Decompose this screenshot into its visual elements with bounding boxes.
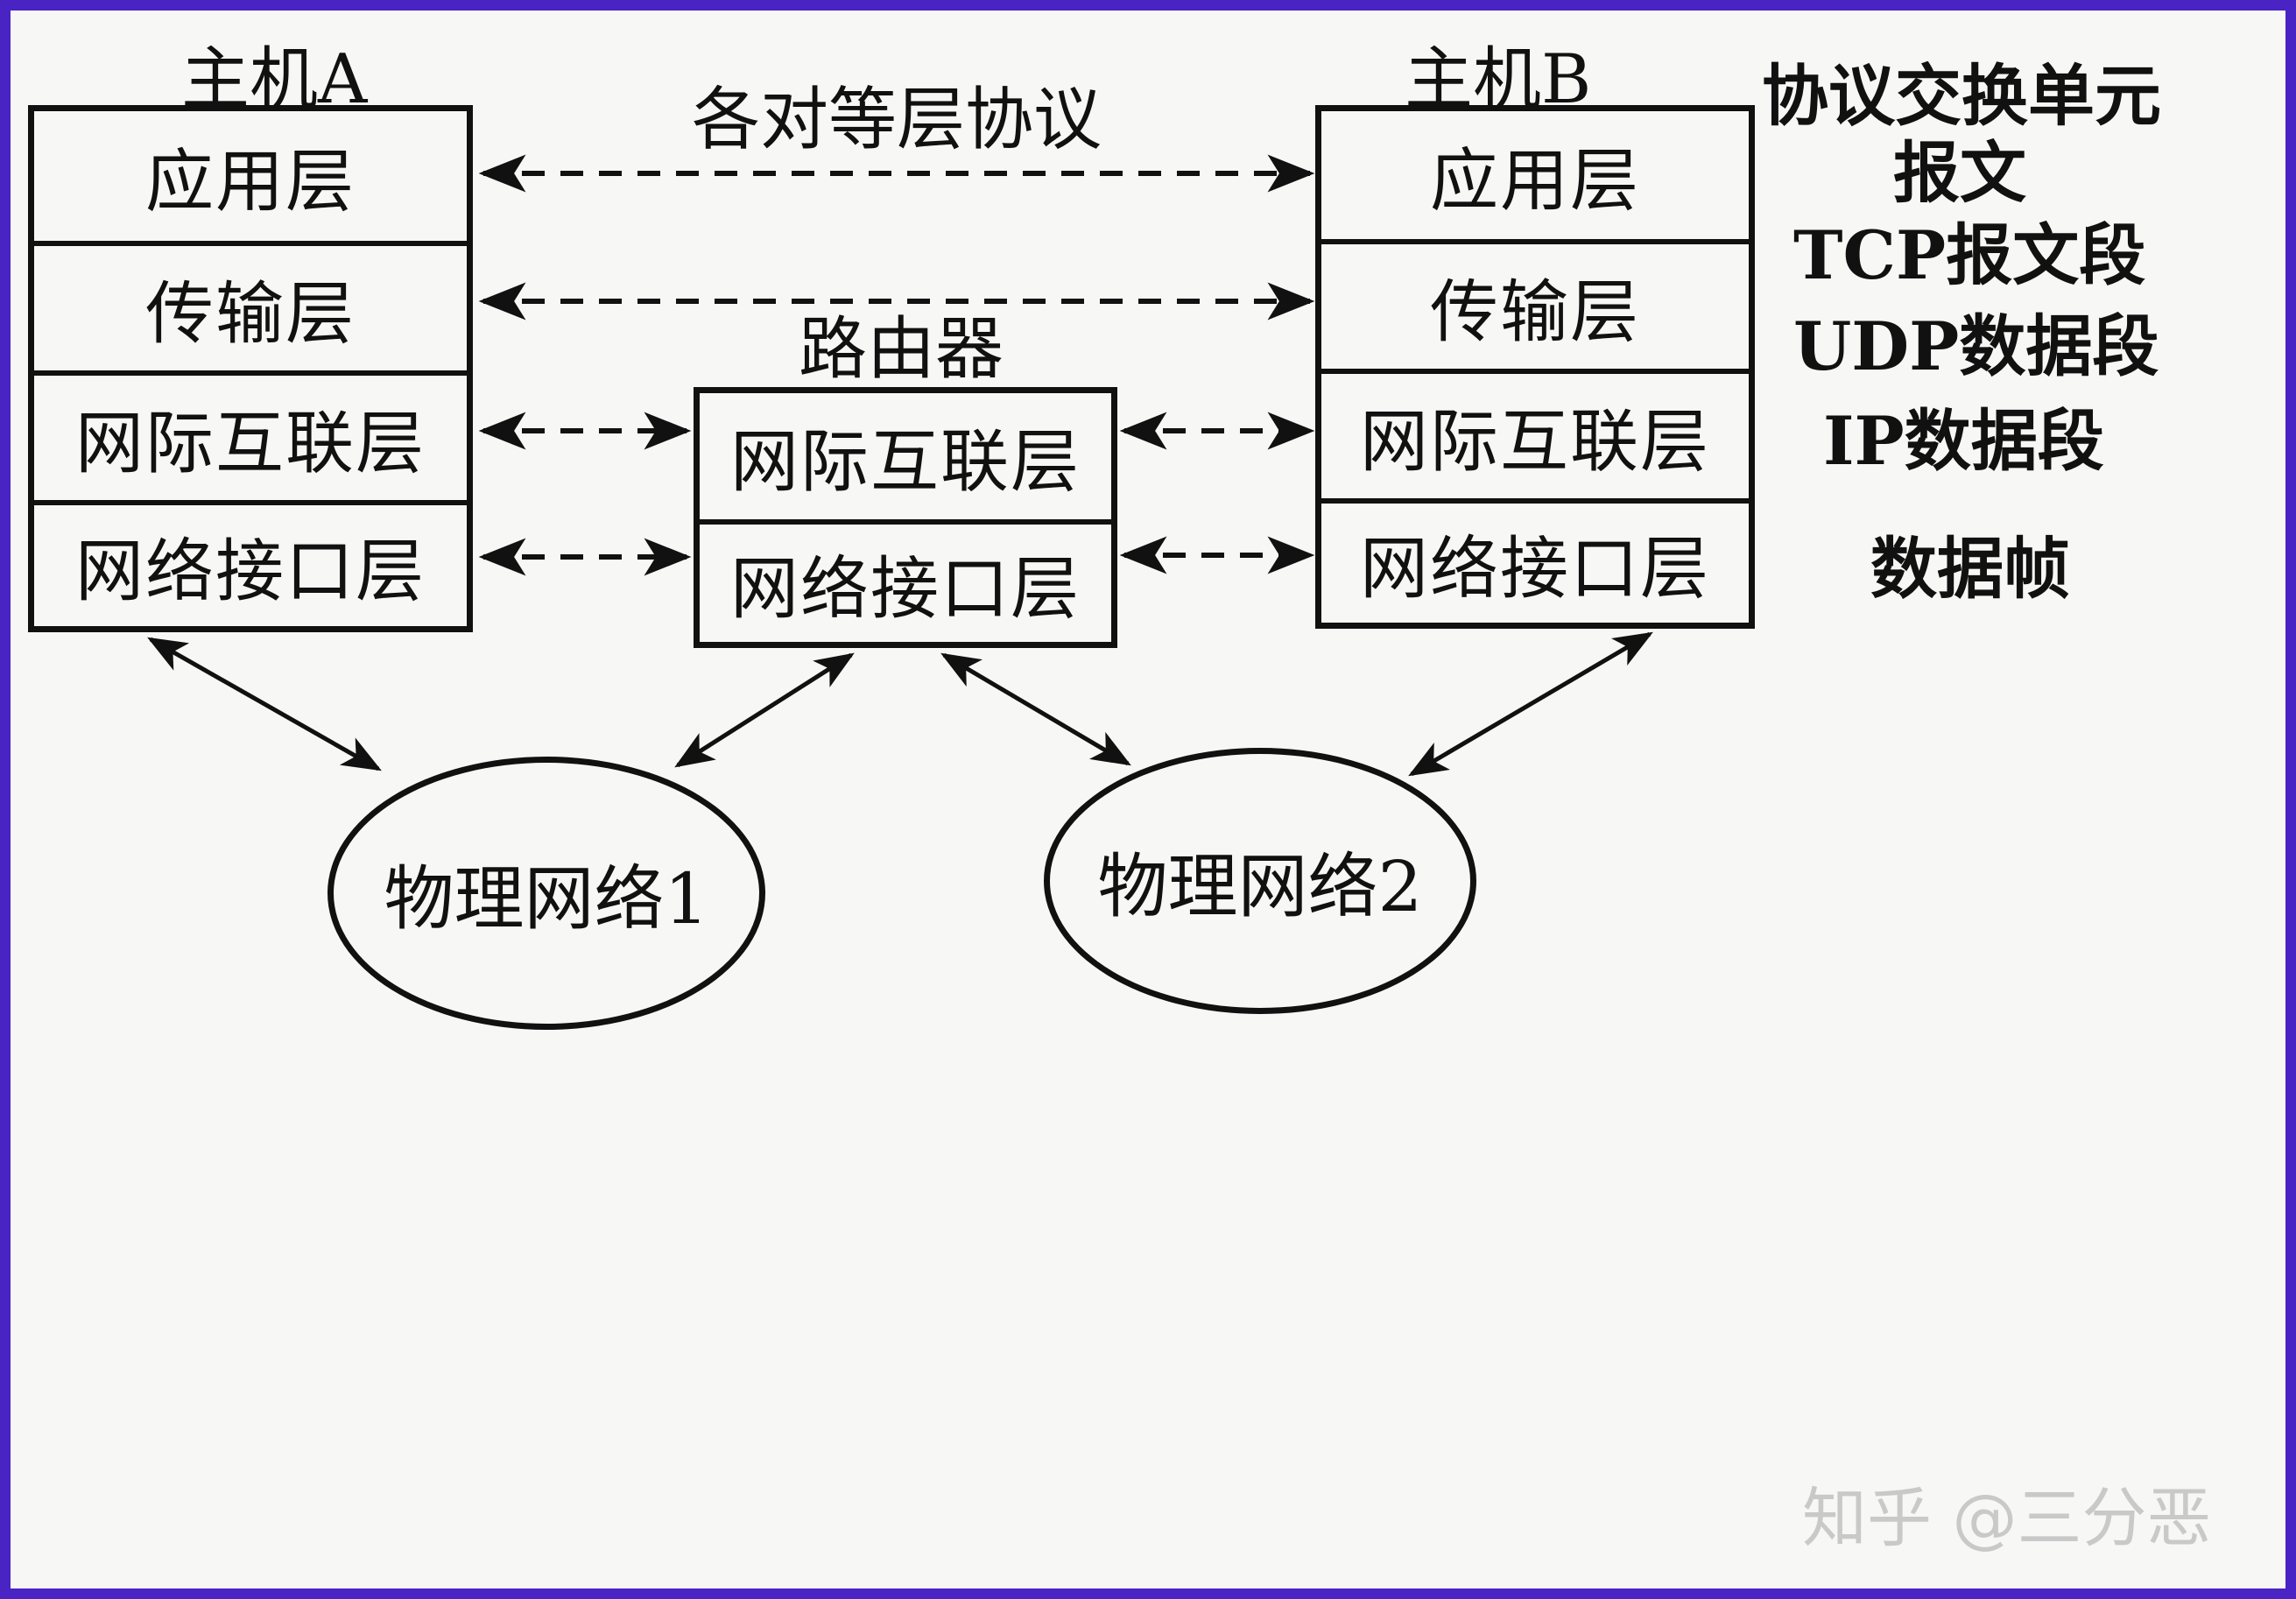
router-internet-layer: 网际互联层	[729, 423, 1081, 502]
diagram-canvas: 主机A 应用层 传输层 网际互联层 网络接口层 主机B 应用层 传输层 网际互联…	[11, 11, 2285, 1588]
host-b-title: 主机B	[1405, 40, 1592, 119]
pdu-message: 报文	[1893, 134, 2026, 212]
host-b-stack: 应用层 传输层 网际互联层 网络接口层	[1315, 105, 1755, 629]
physical-network-2: 物理网络2	[1044, 748, 1476, 1014]
physical-network-1: 物理网络1	[327, 757, 765, 1030]
host-a-transport-layer: 传输层	[34, 241, 467, 370]
router-stack: 网际互联层 网络接口层	[694, 387, 1117, 648]
link-host-b-network-2	[1408, 631, 1653, 777]
peer-protocol-label: 各对等层协议	[692, 81, 1102, 159]
pdu-udp-segment: UDP数据段	[1793, 307, 2159, 385]
physical-network-2-label: 物理网络2	[1097, 846, 1423, 927]
pdu-header: 协议交换单元	[1762, 57, 2161, 135]
host-a-network-interface-layer: 网络接口层	[34, 500, 467, 626]
host-a-stack: 应用层 传输层 网际互联层 网络接口层	[28, 105, 473, 632]
host-a-internet-layer: 网际互联层	[34, 370, 467, 500]
host-a-application-layer: 应用层	[144, 143, 356, 222]
pdu-ip-segment: IP数据段	[1823, 402, 2104, 480]
link-router-network-1	[674, 652, 855, 768]
host-b-network-interface-layer: 网络接口层	[1321, 498, 1749, 623]
watermark-text: 知乎 @三分恶	[1802, 1481, 2212, 1556]
physical-network-1-label: 物理网络1	[384, 858, 709, 940]
host-a-title: 主机A	[181, 40, 368, 119]
host-b-internet-layer: 网际互联层	[1321, 369, 1749, 498]
arrow-layer	[147, 154, 1653, 777]
host-b-transport-layer: 传输层	[1321, 239, 1749, 369]
link-host-a-network-1	[147, 637, 382, 771]
router-network-interface-layer: 网络接口层	[700, 519, 1111, 642]
host-b-application-layer: 应用层	[1429, 142, 1640, 221]
pdu-frame: 数据帧	[1870, 530, 2070, 608]
pdu-tcp-segment: TCP报文段	[1793, 216, 2146, 294]
link-router-network-2	[940, 652, 1131, 766]
router-title: 路由器	[799, 310, 1004, 389]
